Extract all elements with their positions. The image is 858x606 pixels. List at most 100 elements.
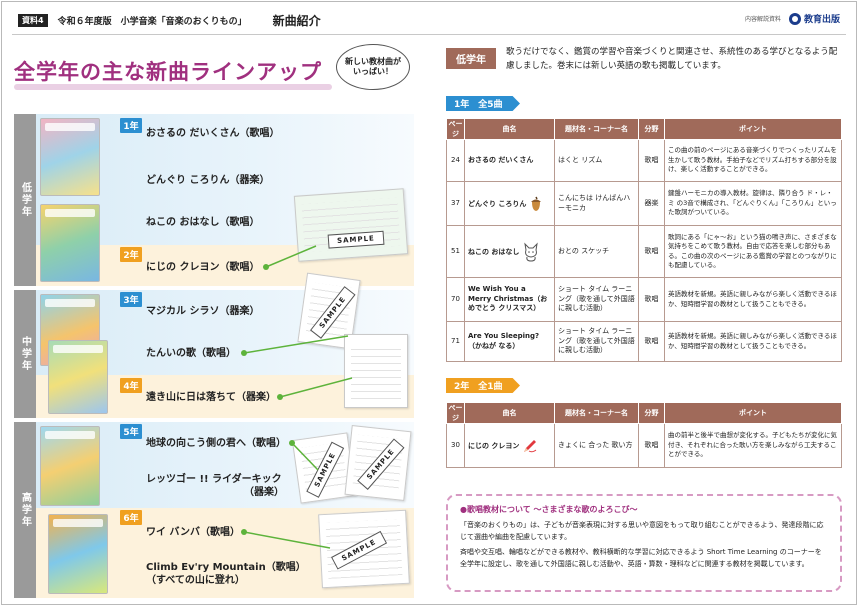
grade-label-4: 4年 <box>120 378 142 393</box>
sample-page-5: SAMPLE <box>344 425 412 501</box>
title-underline <box>14 84 332 90</box>
doc-tag: 資料4 <box>18 13 48 27</box>
cell-unit: はくと リズム <box>554 139 639 182</box>
textbook-cover-6 <box>48 514 108 594</box>
cell-title: おさるの だいくさん <box>464 139 555 182</box>
header-title: 新曲紹介 <box>272 13 321 28</box>
song-g5-1: 地球の向こう側の君へ（歌唱） <box>146 438 286 449</box>
cell-field: 歌唱 <box>638 321 665 362</box>
header-divider <box>12 34 846 35</box>
cell-field: 歌唱 <box>638 423 665 468</box>
textbook-cover-2 <box>40 204 100 282</box>
cell-point: 英語教材を新規。英語に親しみながら楽しく活動できるほか、短時間学習の教材として扱… <box>664 321 842 362</box>
level-tag: 低学年 <box>446 48 496 69</box>
cell-title-wrap: どんぐり ころりん <box>464 181 555 226</box>
cell-unit: おとの スケッチ <box>554 225 639 278</box>
song-g6-2: Climb Ev'ry Mountain（歌唱） <box>146 562 306 573</box>
col-title: 曲名 <box>464 118 555 140</box>
cell-unit: ショート タイム ラーニング（歌を通して外国語に親しむ活動） <box>554 321 639 362</box>
notes-title: ●歌唱教材について ～さまざまな歌のよろこび～ <box>460 505 638 514</box>
song-g2-1: にじの クレヨン（歌唱） <box>146 262 260 273</box>
col-field: 分野 <box>638 402 665 424</box>
table-row: 37 どんぐり ころりん こんにちは けんばんハーモニカ 器楽 鍵盤ハーモニカの… <box>446 181 842 226</box>
cell-title: にじの クレヨン <box>468 441 520 450</box>
col-point: ポイント <box>664 118 842 140</box>
table-header-row: ページ 曲名 題材名・コーナー名 分野 ポイント <box>446 402 842 424</box>
notes-box: ●歌唱教材について ～さまざまな歌のよろこび～ 「音楽のおくりもの」は、子どもが… <box>446 494 842 592</box>
cell-page: 51 <box>446 225 465 278</box>
grade-label-2: 2年 <box>120 247 142 262</box>
table-row: 30 にじの クレヨン きょくに 合った 歌い方 歌唱 曲の前半と後半で曲想が変… <box>446 423 842 468</box>
grade2-table: ページ 曲名 題材名・コーナー名 分野 ポイント 30 にじの クレヨン きょく… <box>446 402 842 468</box>
cell-page: 71 <box>446 321 465 362</box>
intro-text: 歌うだけでなく、鑑賞の学習や音楽づくりと関連させ、系統性のある学びとなるよう配慮… <box>506 47 838 71</box>
cell-field: 歌唱 <box>638 277 665 322</box>
sample-page-1: SAMPLE <box>293 188 409 262</box>
cell-title: ねこの おはなし <box>468 247 520 256</box>
cell-unit: きょくに 合った 歌い方 <box>554 423 639 468</box>
main-title: 全学年の主な新曲ラインアップ <box>14 60 322 84</box>
song-g1-1: おさるの だいくさん（歌唱） <box>146 128 280 139</box>
page-header: 資料4 令和６年度版 小学音楽「音楽のおくりもの」 新曲紹介 <box>14 10 321 30</box>
song-g5-2-cont: （器楽） <box>244 487 284 498</box>
grade1-heading: 1年 全5曲 <box>446 96 520 111</box>
cell-point: 英語教材を新規。英語に親しみながら楽しく活動できるほか、短時間学習の教材として扱… <box>664 277 842 322</box>
grade-label-5: 5年 <box>120 424 142 439</box>
table-row: 24 おさるの だいくさん はくと リズム 歌唱 この曲の前のページにある音楽づ… <box>446 139 842 182</box>
cell-title: どんぐり ころりん <box>468 199 527 208</box>
table-row: 71 Are You Sleeping?（かねが なる） ショート タイム ラー… <box>446 321 842 362</box>
header-subtitle: 令和６年度版 小学音楽「音楽のおくりもの」 <box>57 16 247 27</box>
textbook-cover-1 <box>40 118 100 196</box>
cell-page: 30 <box>446 423 465 468</box>
band-mid-grade: 中学年 <box>14 290 36 418</box>
col-unit: 題材名・コーナー名 <box>554 118 639 140</box>
cell-point: 鍵盤ハーモニカの導入教材。旋律は、隣り合う ド・レ・ミ の3音で構成され、「どん… <box>664 181 842 226</box>
cat-icon <box>524 242 539 262</box>
cell-title-wrap: ねこの おはなし <box>464 225 555 278</box>
cell-point: 曲の前半と後半で曲想が変化する。子どもたちが変化に気付き、それぞれに合った歌い方… <box>664 423 842 468</box>
song-g1-2: どんぐり ころりん（器楽） <box>146 175 270 186</box>
col-title: 曲名 <box>464 402 555 424</box>
cell-field: 器楽 <box>638 181 665 226</box>
col-page: ページ <box>446 118 465 140</box>
grade-label-3: 3年 <box>120 292 142 307</box>
cell-unit: こんにちは けんばんハーモニカ <box>554 181 639 226</box>
publisher-name: 教育出版 <box>803 15 840 25</box>
cell-title: We Wish You a Merry Christmas（おめでとう クリスマ… <box>464 277 555 322</box>
grade-label-1: 1年 <box>120 118 142 133</box>
header-right: 内容解説資料 教育出版 <box>745 12 840 25</box>
crayon-icon <box>524 439 537 452</box>
cell-title: Are You Sleeping?（かねが なる） <box>464 321 555 362</box>
table-row: 51 ねこの おはなし おとの スケッチ 歌唱 歌詞にある「にゃ～お」という猫の… <box>446 225 842 278</box>
song-g3-1: マジカル シラソ（器楽） <box>146 306 260 317</box>
song-g5-2: レッツゴー !! ライダーキック <box>146 474 282 485</box>
song-g6-2-cont: （すべての山に登れ） <box>146 575 245 586</box>
cell-field: 歌唱 <box>638 139 665 182</box>
cell-page: 37 <box>446 181 465 226</box>
grade1-table: ページ 曲名 題材名・コーナー名 分野 ポイント 24 おさるの だいくさん は… <box>446 118 842 362</box>
cell-field: 歌唱 <box>638 225 665 278</box>
publisher-mark-icon <box>788 12 801 25</box>
cell-unit: ショート タイム ラーニング（歌を通して外国語に親しむ活動） <box>554 277 639 322</box>
notes-paragraph-1: 「音楽のおくりもの」は、子どもが音楽表現に対する思いや意図をもって取り組むことが… <box>460 521 824 541</box>
table-row: 70 We Wish You a Merry Christmas（おめでとう ク… <box>446 277 842 322</box>
textbook-cover-4 <box>48 340 108 414</box>
band-low-grade: 低学年 <box>14 114 36 286</box>
song-g1-3: ねこの おはなし（歌唱） <box>146 217 260 228</box>
table-header-row: ページ 曲名 題材名・コーナー名 分野 ポイント <box>446 118 842 140</box>
cell-point: 歌詞にある「にゃ～お」という猫の鳴き声に、さまざまな気持ちをこめて歌う教材。自由… <box>664 225 842 278</box>
col-point: ポイント <box>664 402 842 424</box>
song-g4-1: 遠き山に日は落ちて（器楽） <box>146 392 276 403</box>
col-field: 分野 <box>638 118 665 140</box>
header-note: 内容解説資料 <box>744 16 781 23</box>
publisher-logo: 教育出版 <box>788 12 840 25</box>
grade-label-6: 6年 <box>120 510 142 525</box>
grade2-heading: 2年 全1曲 <box>446 378 520 393</box>
song-g3-2: たんいの歌（歌唱） <box>146 348 236 359</box>
song-g6-1: ワイ バンバ（歌唱） <box>146 527 240 538</box>
cell-point: この曲の前のページにある音楽づくりでつくったリズムを生かして歌う教材。手拍子など… <box>664 139 842 182</box>
col-page: ページ <box>446 402 465 424</box>
notes-paragraph-2: 斉唱や交互唱、輪唱などができる教材や、教科横断的な学習に対応できるよう Shor… <box>460 547 822 568</box>
cell-page: 24 <box>446 139 465 182</box>
